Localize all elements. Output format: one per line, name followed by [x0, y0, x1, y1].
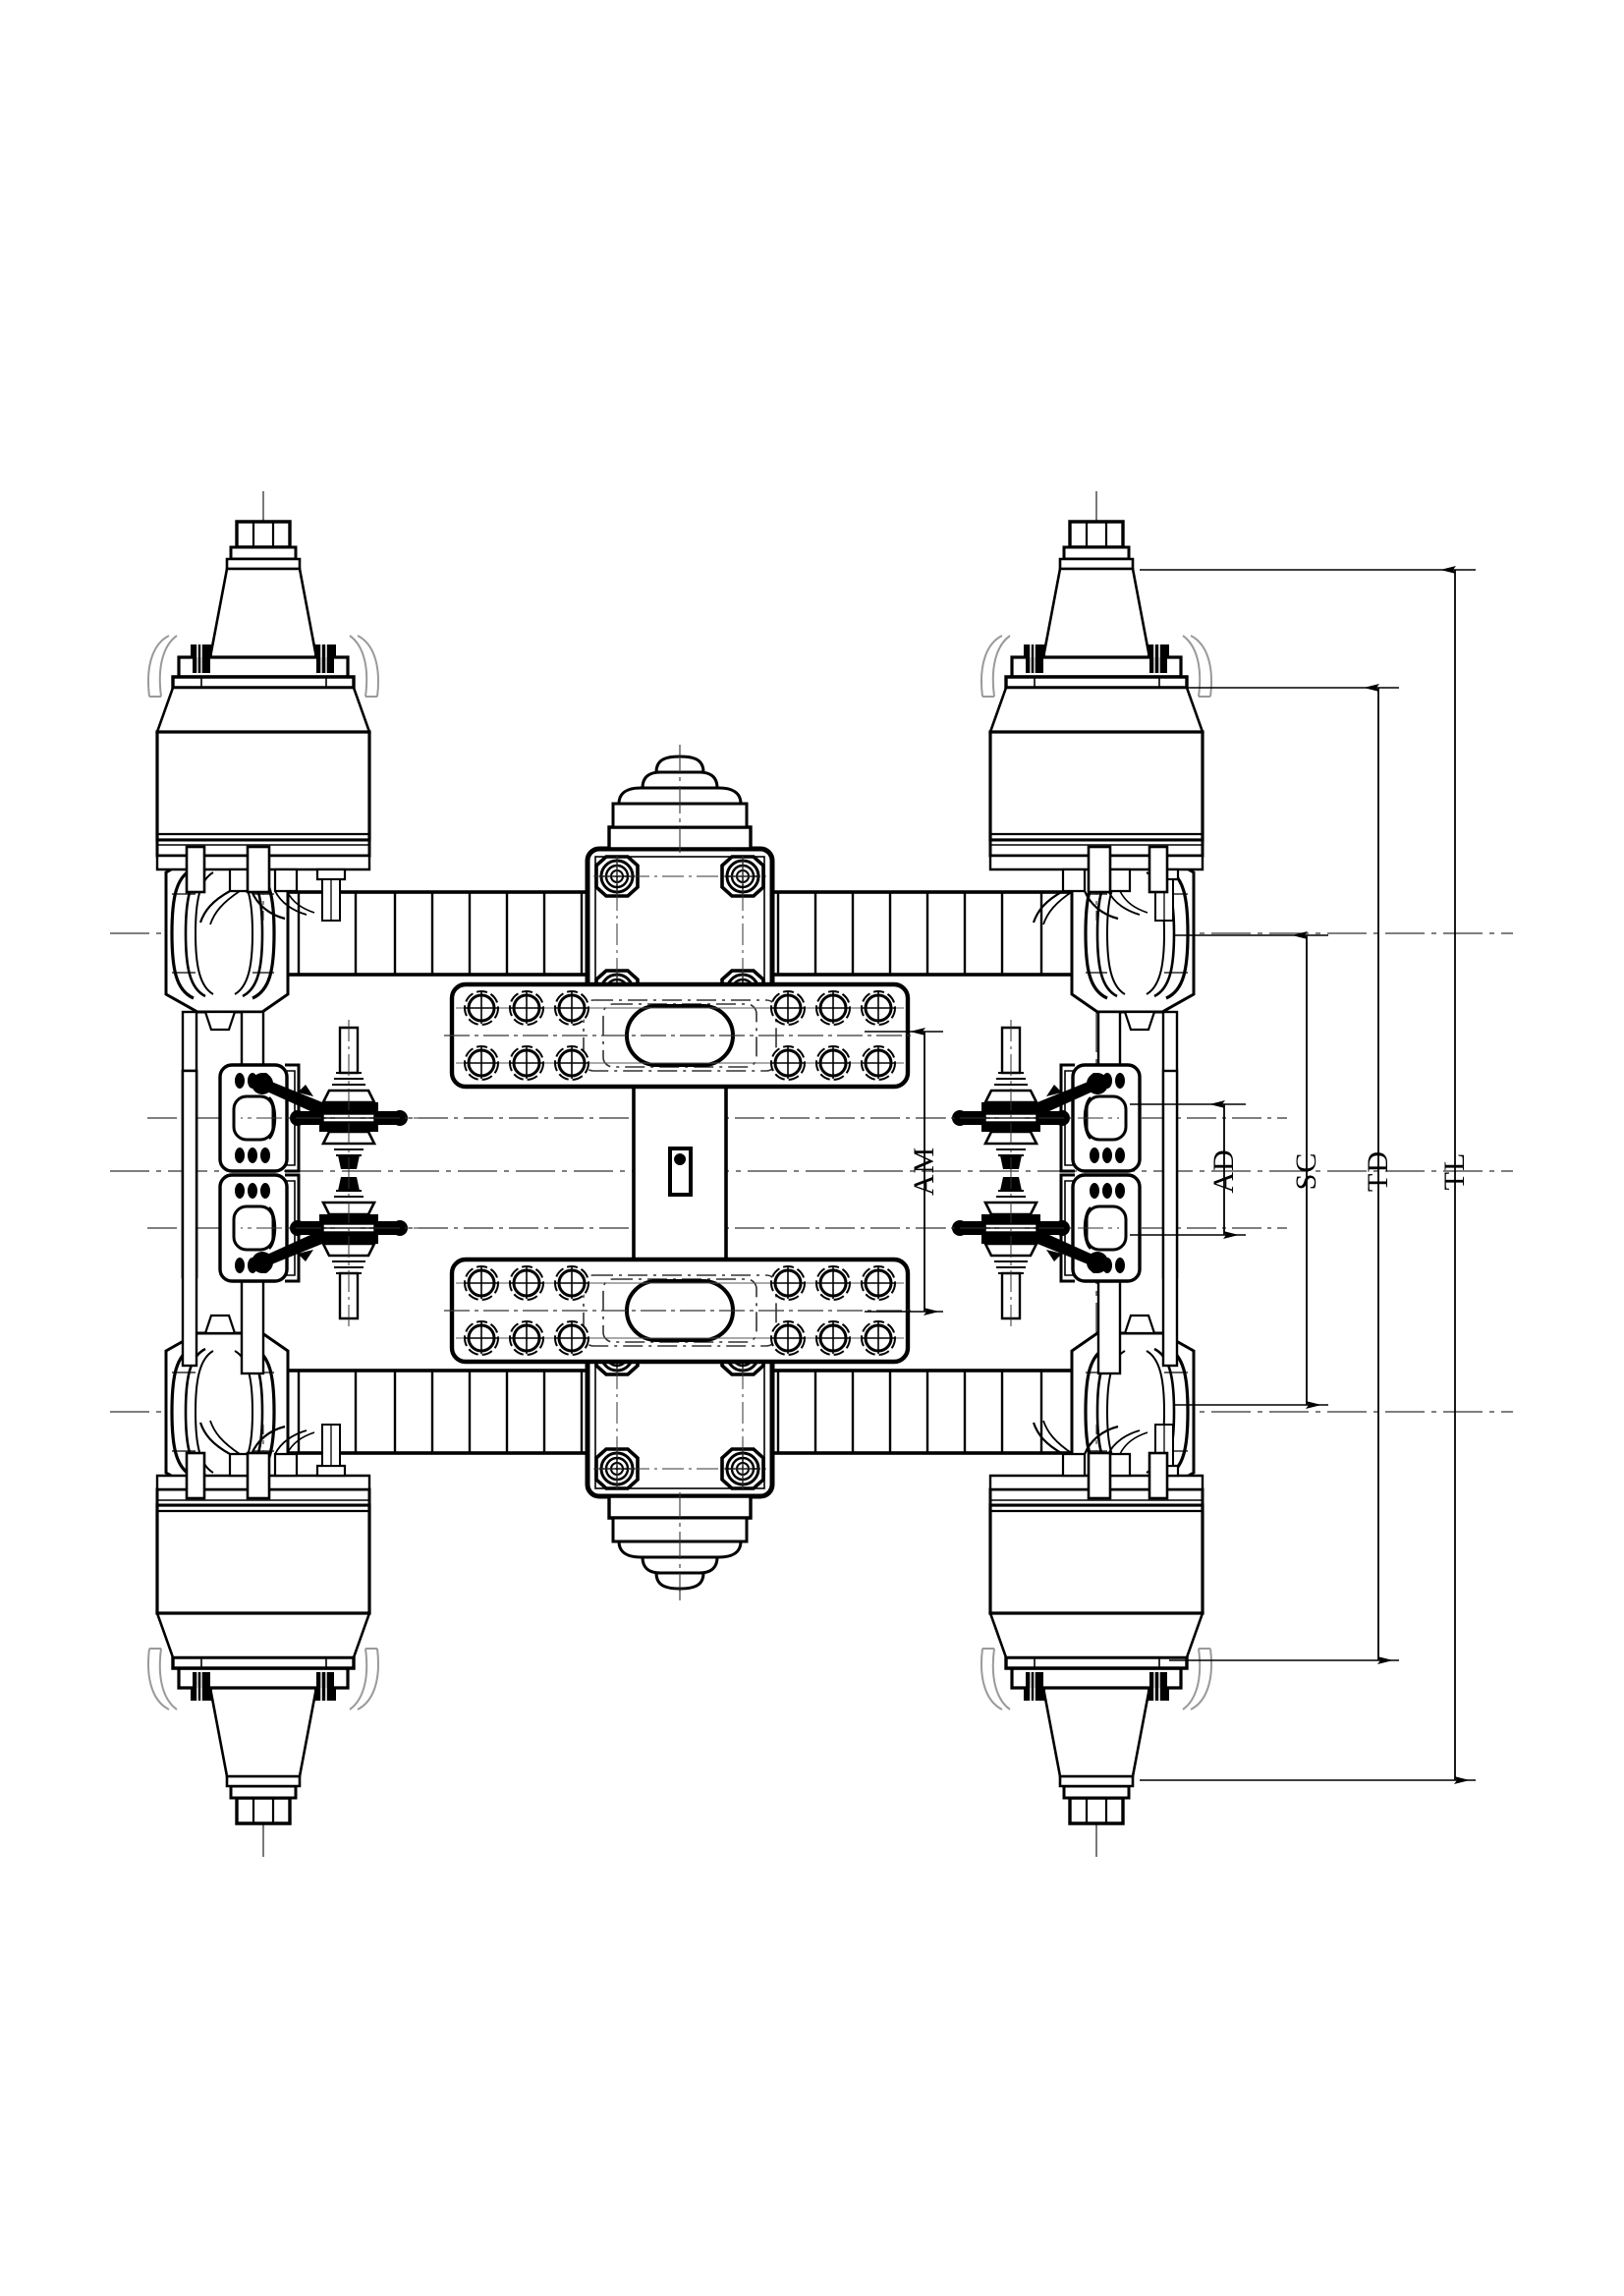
dimension-AD [1130, 1100, 1246, 1239]
dimension-AM [865, 1028, 943, 1316]
dimension-label-AD: AD [1207, 1148, 1240, 1194]
suspension-rods [181, 1010, 1179, 1375]
dimension-label-SC: SC [1290, 1151, 1322, 1191]
dimension-label-TD: TD [1362, 1150, 1394, 1192]
hub-axle-stems [185, 845, 1169, 1500]
mount-plate-upper [444, 984, 916, 1087]
dimension-label-TL: TL [1438, 1151, 1471, 1191]
dimension-SC [1175, 931, 1328, 1409]
dimension-TL [1140, 566, 1476, 1784]
dimension-TD [1169, 684, 1399, 1664]
mount-plate-lower [444, 1260, 916, 1362]
dimension-label-AM: AM [908, 1146, 940, 1197]
